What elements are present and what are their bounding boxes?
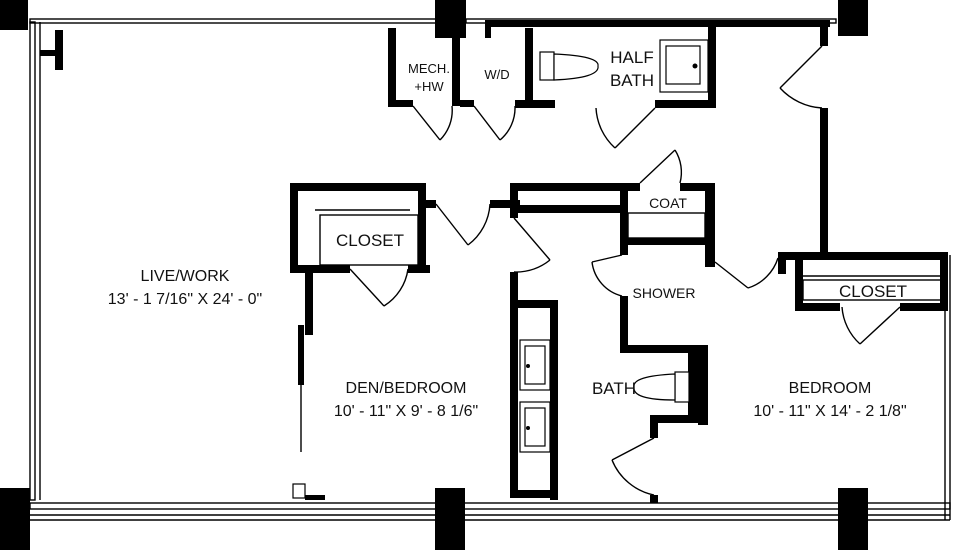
bath-toilet (633, 371, 690, 403)
half-bath-toilet (539, 51, 599, 81)
core-walls (292, 183, 715, 503)
bedroom-walls (778, 108, 948, 311)
wd-label: W/D (484, 67, 509, 82)
structural-columns (0, 0, 868, 550)
room-labels: LIVE/WORK 13' - 1 7/16" X 24' - 0" DEN/B… (108, 48, 907, 420)
bedroom-dims: 10' - 11" X 14' - 2 1/8" (753, 403, 906, 420)
bedroom-name: BEDROOM (789, 380, 872, 397)
coat-door (639, 149, 683, 184)
mech-label-line2: +HW (414, 79, 444, 94)
den-closet-label: CLOSET (336, 231, 404, 250)
live-work-dims: 13' - 1 7/16" X 24' - 0" (108, 291, 262, 308)
bedroom-closet-label: CLOSET (839, 282, 907, 301)
den-bedroom-dims: 10' - 11" X 9' - 8 1/6" (334, 403, 478, 420)
live-work-name: LIVE/WORK (141, 268, 230, 285)
half-bath-sink (659, 39, 709, 93)
den-closet-walls (290, 183, 430, 452)
coat-label: COAT (649, 195, 687, 211)
shower-label: SHOWER (633, 285, 696, 301)
doors (349, 45, 901, 496)
utility-walls (388, 20, 830, 108)
wd-door (473, 105, 516, 141)
mech-door (412, 105, 453, 141)
den-closet-door (349, 268, 409, 307)
bath-door (611, 437, 655, 496)
mech-label-line1: MECH. (408, 61, 450, 76)
half-bath-label-line1: HALF (610, 48, 653, 67)
vanity-sink-upper (519, 339, 551, 391)
bath-label: BATH (592, 379, 636, 398)
fixtures (315, 39, 944, 453)
bath-entry-door (513, 217, 551, 273)
vanity-sink-lower (519, 401, 551, 453)
half-bath-label-line2: BATH (610, 71, 654, 90)
bedroom-closet-door (841, 306, 901, 345)
entry-door (779, 45, 823, 109)
den-bedroom-name: DEN/BEDROOM (346, 380, 467, 397)
bedroom-door (714, 257, 779, 289)
shower-door (591, 254, 623, 297)
half-bath-door (595, 107, 656, 149)
den-door (435, 203, 491, 246)
